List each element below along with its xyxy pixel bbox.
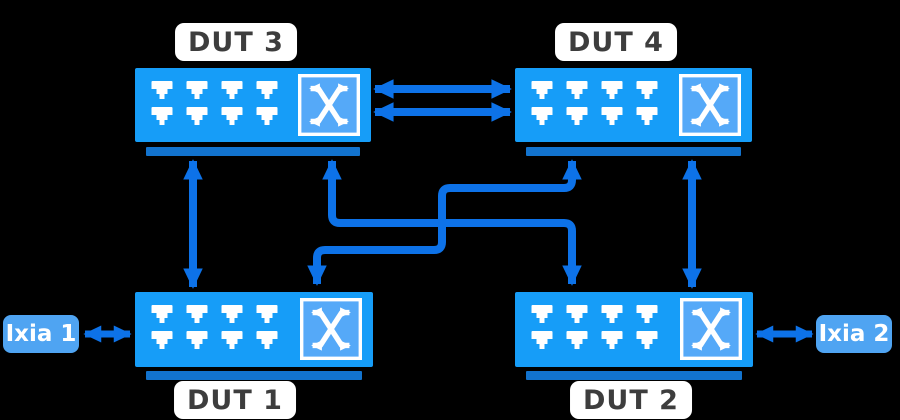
dut4-base-bar (526, 147, 741, 156)
port-icon (151, 331, 173, 349)
dut4-switch (515, 68, 752, 142)
port-icon (151, 305, 173, 323)
dut2-label: DUT 2 (570, 381, 692, 419)
port-icon (601, 107, 623, 125)
port-icon (151, 107, 173, 125)
port-icon (186, 107, 208, 125)
port-icon (601, 305, 623, 323)
port-icon (221, 107, 243, 125)
dut4-port-grid (531, 81, 658, 125)
ixia2-box: Ixia 2 (816, 315, 892, 353)
dut2-port-grid (531, 305, 658, 349)
port-icon (531, 331, 553, 349)
port-icon (636, 81, 658, 99)
port-icon (221, 81, 243, 99)
port-icon (636, 107, 658, 125)
port-icon (256, 305, 278, 323)
port-icon (256, 331, 278, 349)
port-icon (636, 331, 658, 349)
port-icon (566, 107, 588, 125)
port-icon (601, 81, 623, 99)
port-icon (566, 81, 588, 99)
port-icon (531, 107, 553, 125)
switch-fabric-icon (680, 298, 742, 360)
link-dut4-dut1 (307, 159, 582, 286)
dut2-base-bar (526, 371, 742, 380)
port-icon (186, 331, 208, 349)
port-icon (221, 331, 243, 349)
port-icon (256, 107, 278, 125)
port-icon (531, 305, 553, 323)
port-icon (151, 81, 173, 99)
port-icon (566, 331, 588, 349)
dut3-label: DUT 3 (175, 23, 297, 61)
switch-fabric-icon (679, 74, 741, 136)
switch-fabric-icon (300, 298, 362, 360)
dut1-label: DUT 1 (174, 381, 296, 419)
port-icon (566, 305, 588, 323)
port-icon (186, 81, 208, 99)
dut3-switch (135, 68, 371, 142)
dut4-label: DUT 4 (555, 23, 677, 61)
link-dut3-dut2 (322, 159, 582, 286)
dut1-base-bar (146, 371, 362, 380)
dut1-switch (135, 292, 373, 367)
ixia1-box: Ixia 1 (3, 315, 79, 353)
dut3-port-grid (151, 81, 278, 125)
dut3-base-bar (146, 147, 360, 156)
dut2-switch (515, 292, 753, 367)
dut1-port-grid (151, 305, 278, 349)
port-icon (636, 305, 658, 323)
port-icon (256, 81, 278, 99)
switch-fabric-icon (298, 74, 360, 136)
port-icon (601, 331, 623, 349)
port-icon (186, 305, 208, 323)
port-icon (531, 81, 553, 99)
port-icon (221, 305, 243, 323)
